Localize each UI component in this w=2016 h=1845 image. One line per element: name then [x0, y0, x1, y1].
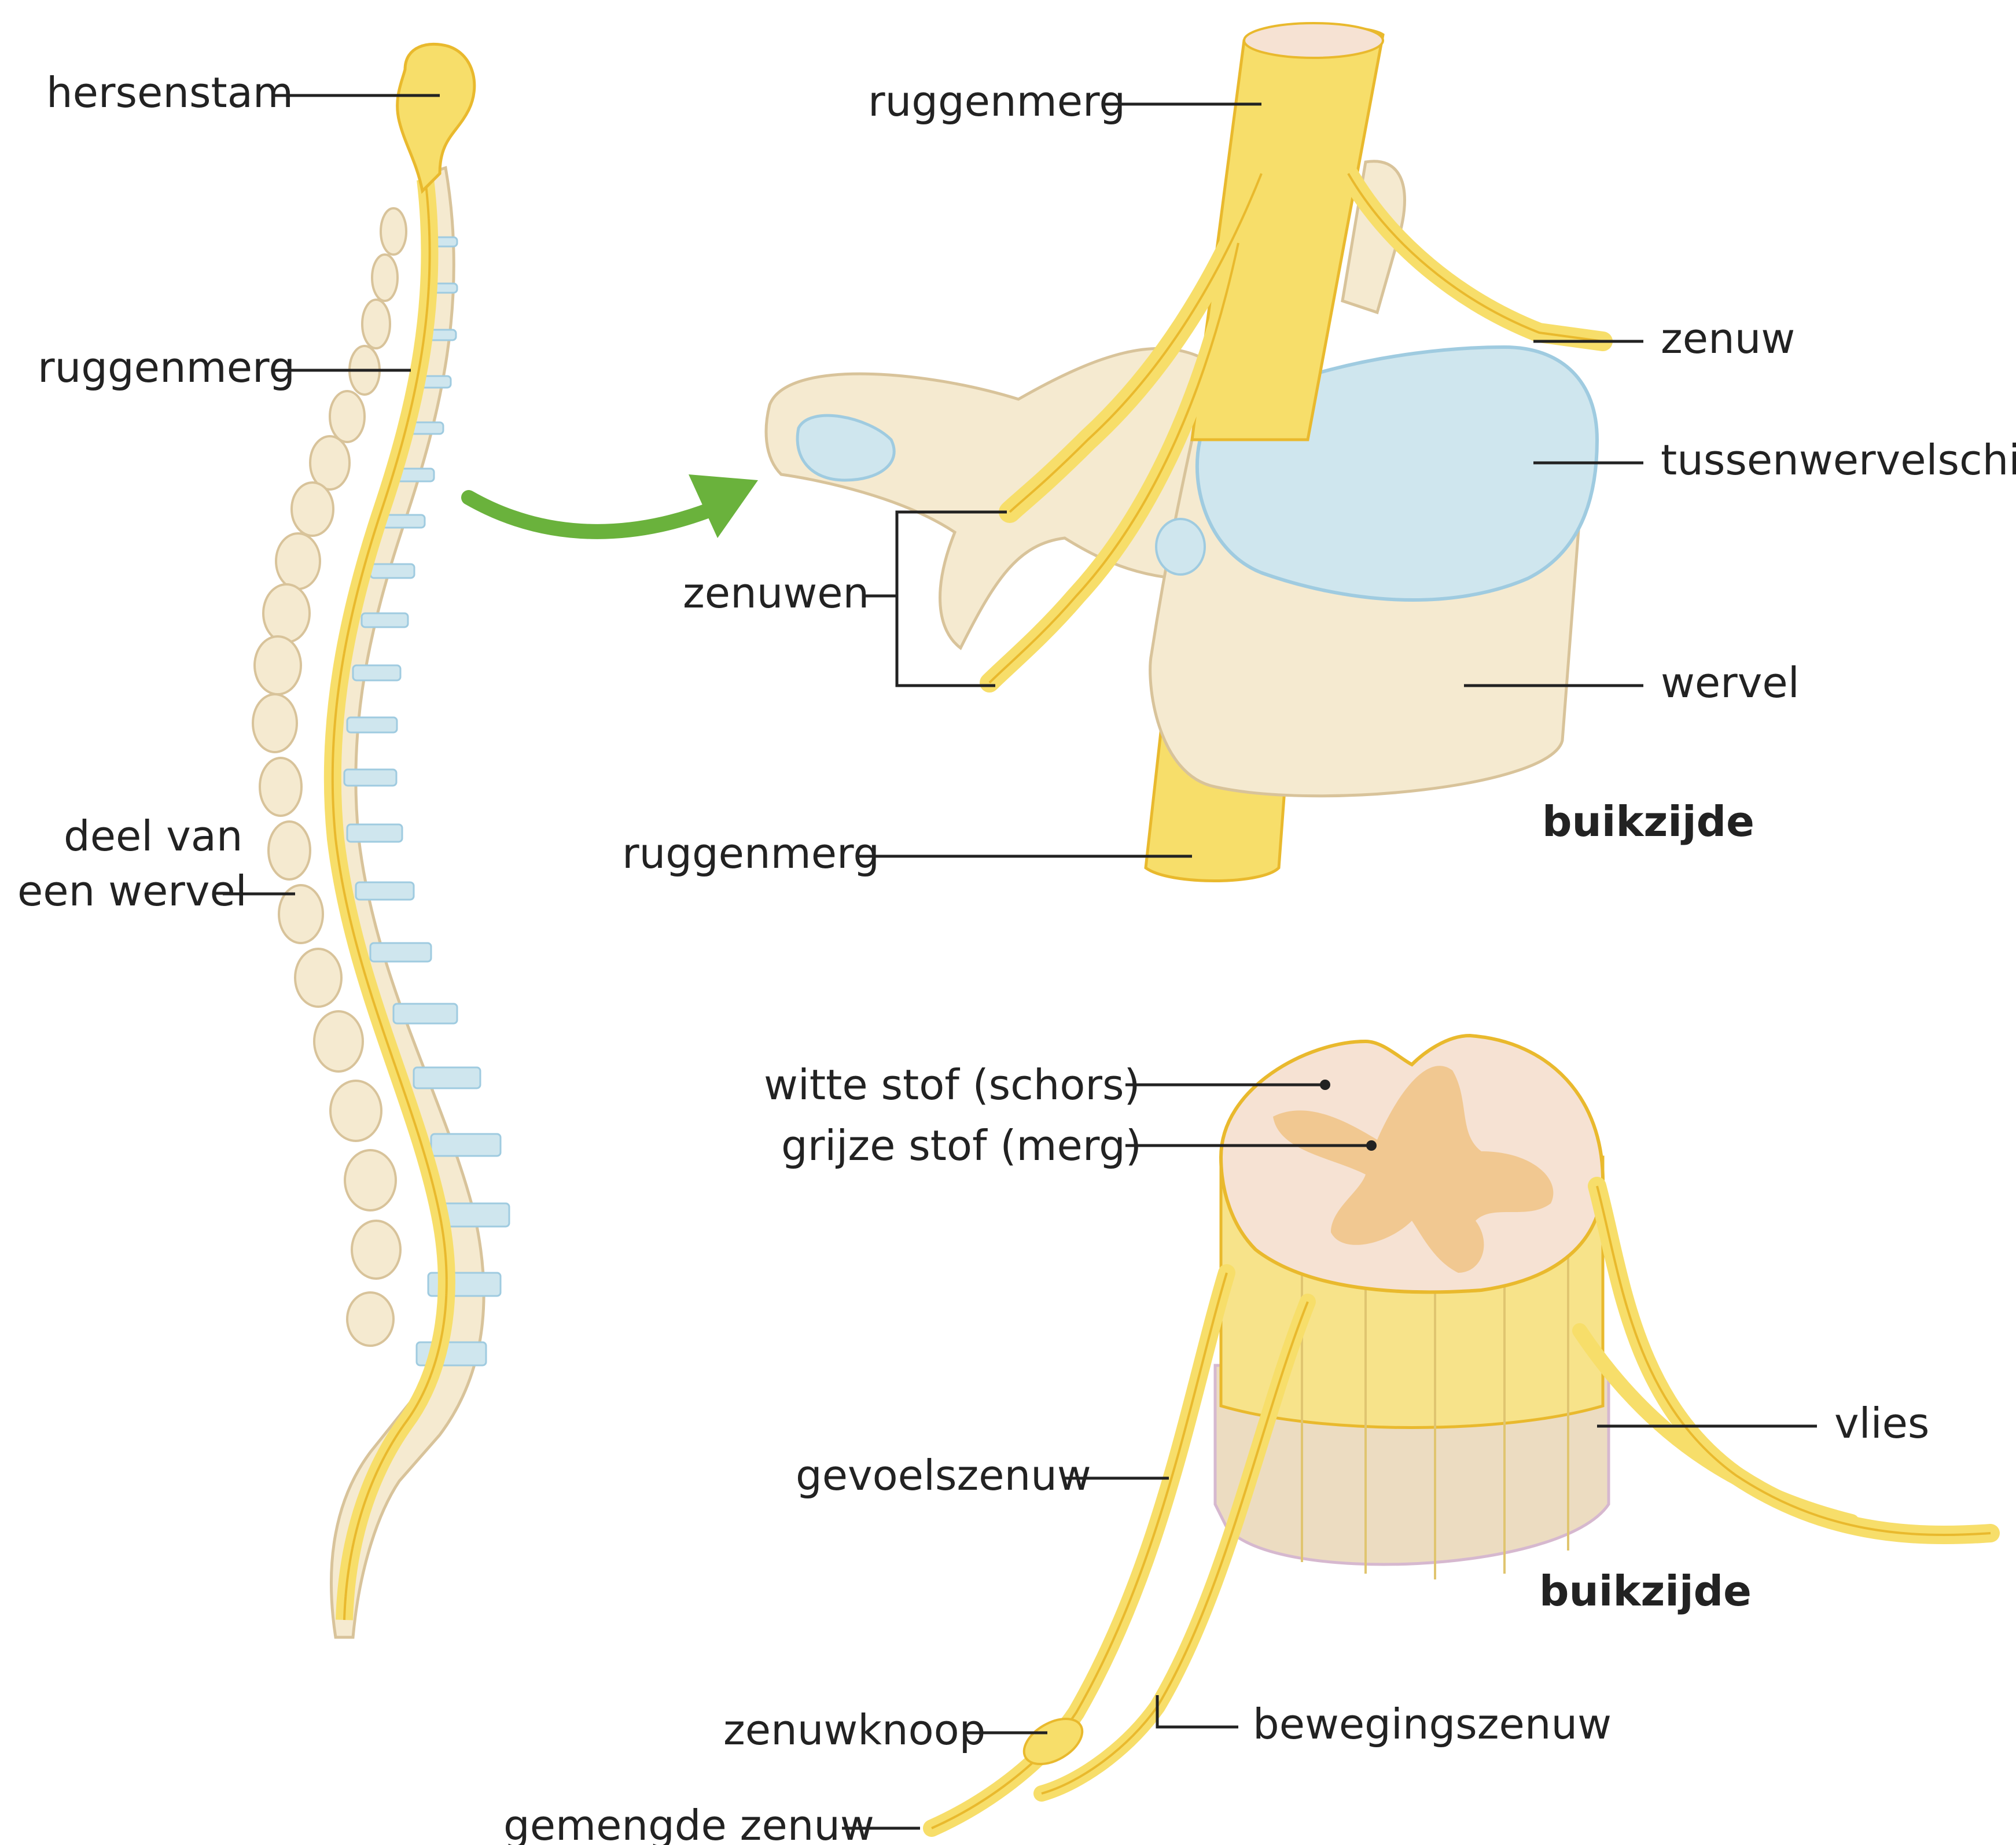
- vertebra-illustration: [766, 23, 1603, 881]
- green-arrow-icon: [469, 474, 758, 538]
- label-vlies: vlies: [1834, 1399, 1929, 1448]
- label-hersenstam: hersenstam: [46, 68, 293, 117]
- label-grijze-stof: grijze stof (merg): [781, 1121, 1142, 1170]
- spine-labels: hersenstam ruggenmerg deel van een werve…: [17, 68, 440, 915]
- label-gemengde-zenuw: gemengde zenuw: [503, 1801, 874, 1845]
- label-buikzijde-bottom: buikzijde: [1539, 1567, 1752, 1615]
- label-witte-stof: witte stof (schors): [764, 1060, 1141, 1109]
- label-bewegingszenuw: bewegingszenuw: [1253, 1700, 1612, 1748]
- label-gevoelszenuw: gevoelszenuw: [796, 1451, 1091, 1500]
- label-deel-van: deel van: [64, 812, 243, 860]
- label-ruggenmerg-bottom: ruggenmerg: [622, 829, 880, 878]
- label-ruggenmerg-spine: ruggenmerg: [38, 343, 295, 392]
- label-zenuwknoop: zenuwknoop: [723, 1706, 985, 1754]
- brainstem-shape: [398, 44, 474, 191]
- label-buikzijde-top: buikzijde: [1542, 797, 1754, 846]
- label-een-wervel: een wervel: [17, 867, 247, 915]
- label-wervel: wervel: [1661, 658, 1800, 707]
- spine-illustration: [253, 44, 509, 1637]
- label-ruggenmerg-top: ruggenmerg: [868, 77, 1125, 126]
- label-tussenwervelschijf: tussenwervelschijf: [1661, 436, 2016, 484]
- label-zenuwen: zenuwen: [683, 569, 869, 617]
- label-zenuw: zenuw: [1661, 314, 1795, 363]
